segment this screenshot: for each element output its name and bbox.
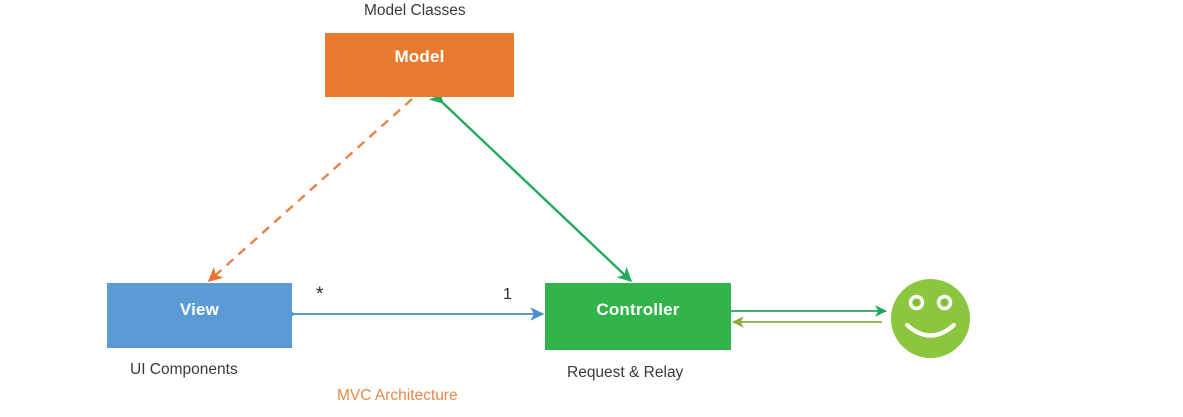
node-controller[interactable]: Controller [545, 283, 731, 350]
node-model[interactable]: Model [325, 33, 514, 97]
node-model-label: Model [394, 47, 445, 66]
edge-model-controller [428, 88, 633, 282]
smiley-mouth [904, 322, 957, 338]
smiley-head [891, 279, 970, 358]
multiplicity-label-one: 1 [503, 286, 512, 303]
diagram-title: MVC Architecture [337, 387, 458, 404]
caption-request-relay: Request & Relay [567, 364, 684, 381]
smiley-face-icon [891, 279, 970, 358]
node-controller-label: Controller [596, 299, 680, 319]
smiley-eye-right-pupil [942, 300, 947, 305]
node-view[interactable]: View [107, 283, 292, 348]
edge-model-to-view [207, 98, 413, 282]
node-view-label: View [179, 299, 220, 319]
caption-model-classes: Model Classes [364, 2, 466, 19]
caption-ui-components: UI Components [130, 361, 238, 378]
multiplicity-label-star: * [316, 284, 324, 305]
smiley-eye-right [936, 294, 953, 311]
smiley-eye-left [908, 294, 925, 311]
smiley-eye-left-pupil [914, 300, 919, 305]
